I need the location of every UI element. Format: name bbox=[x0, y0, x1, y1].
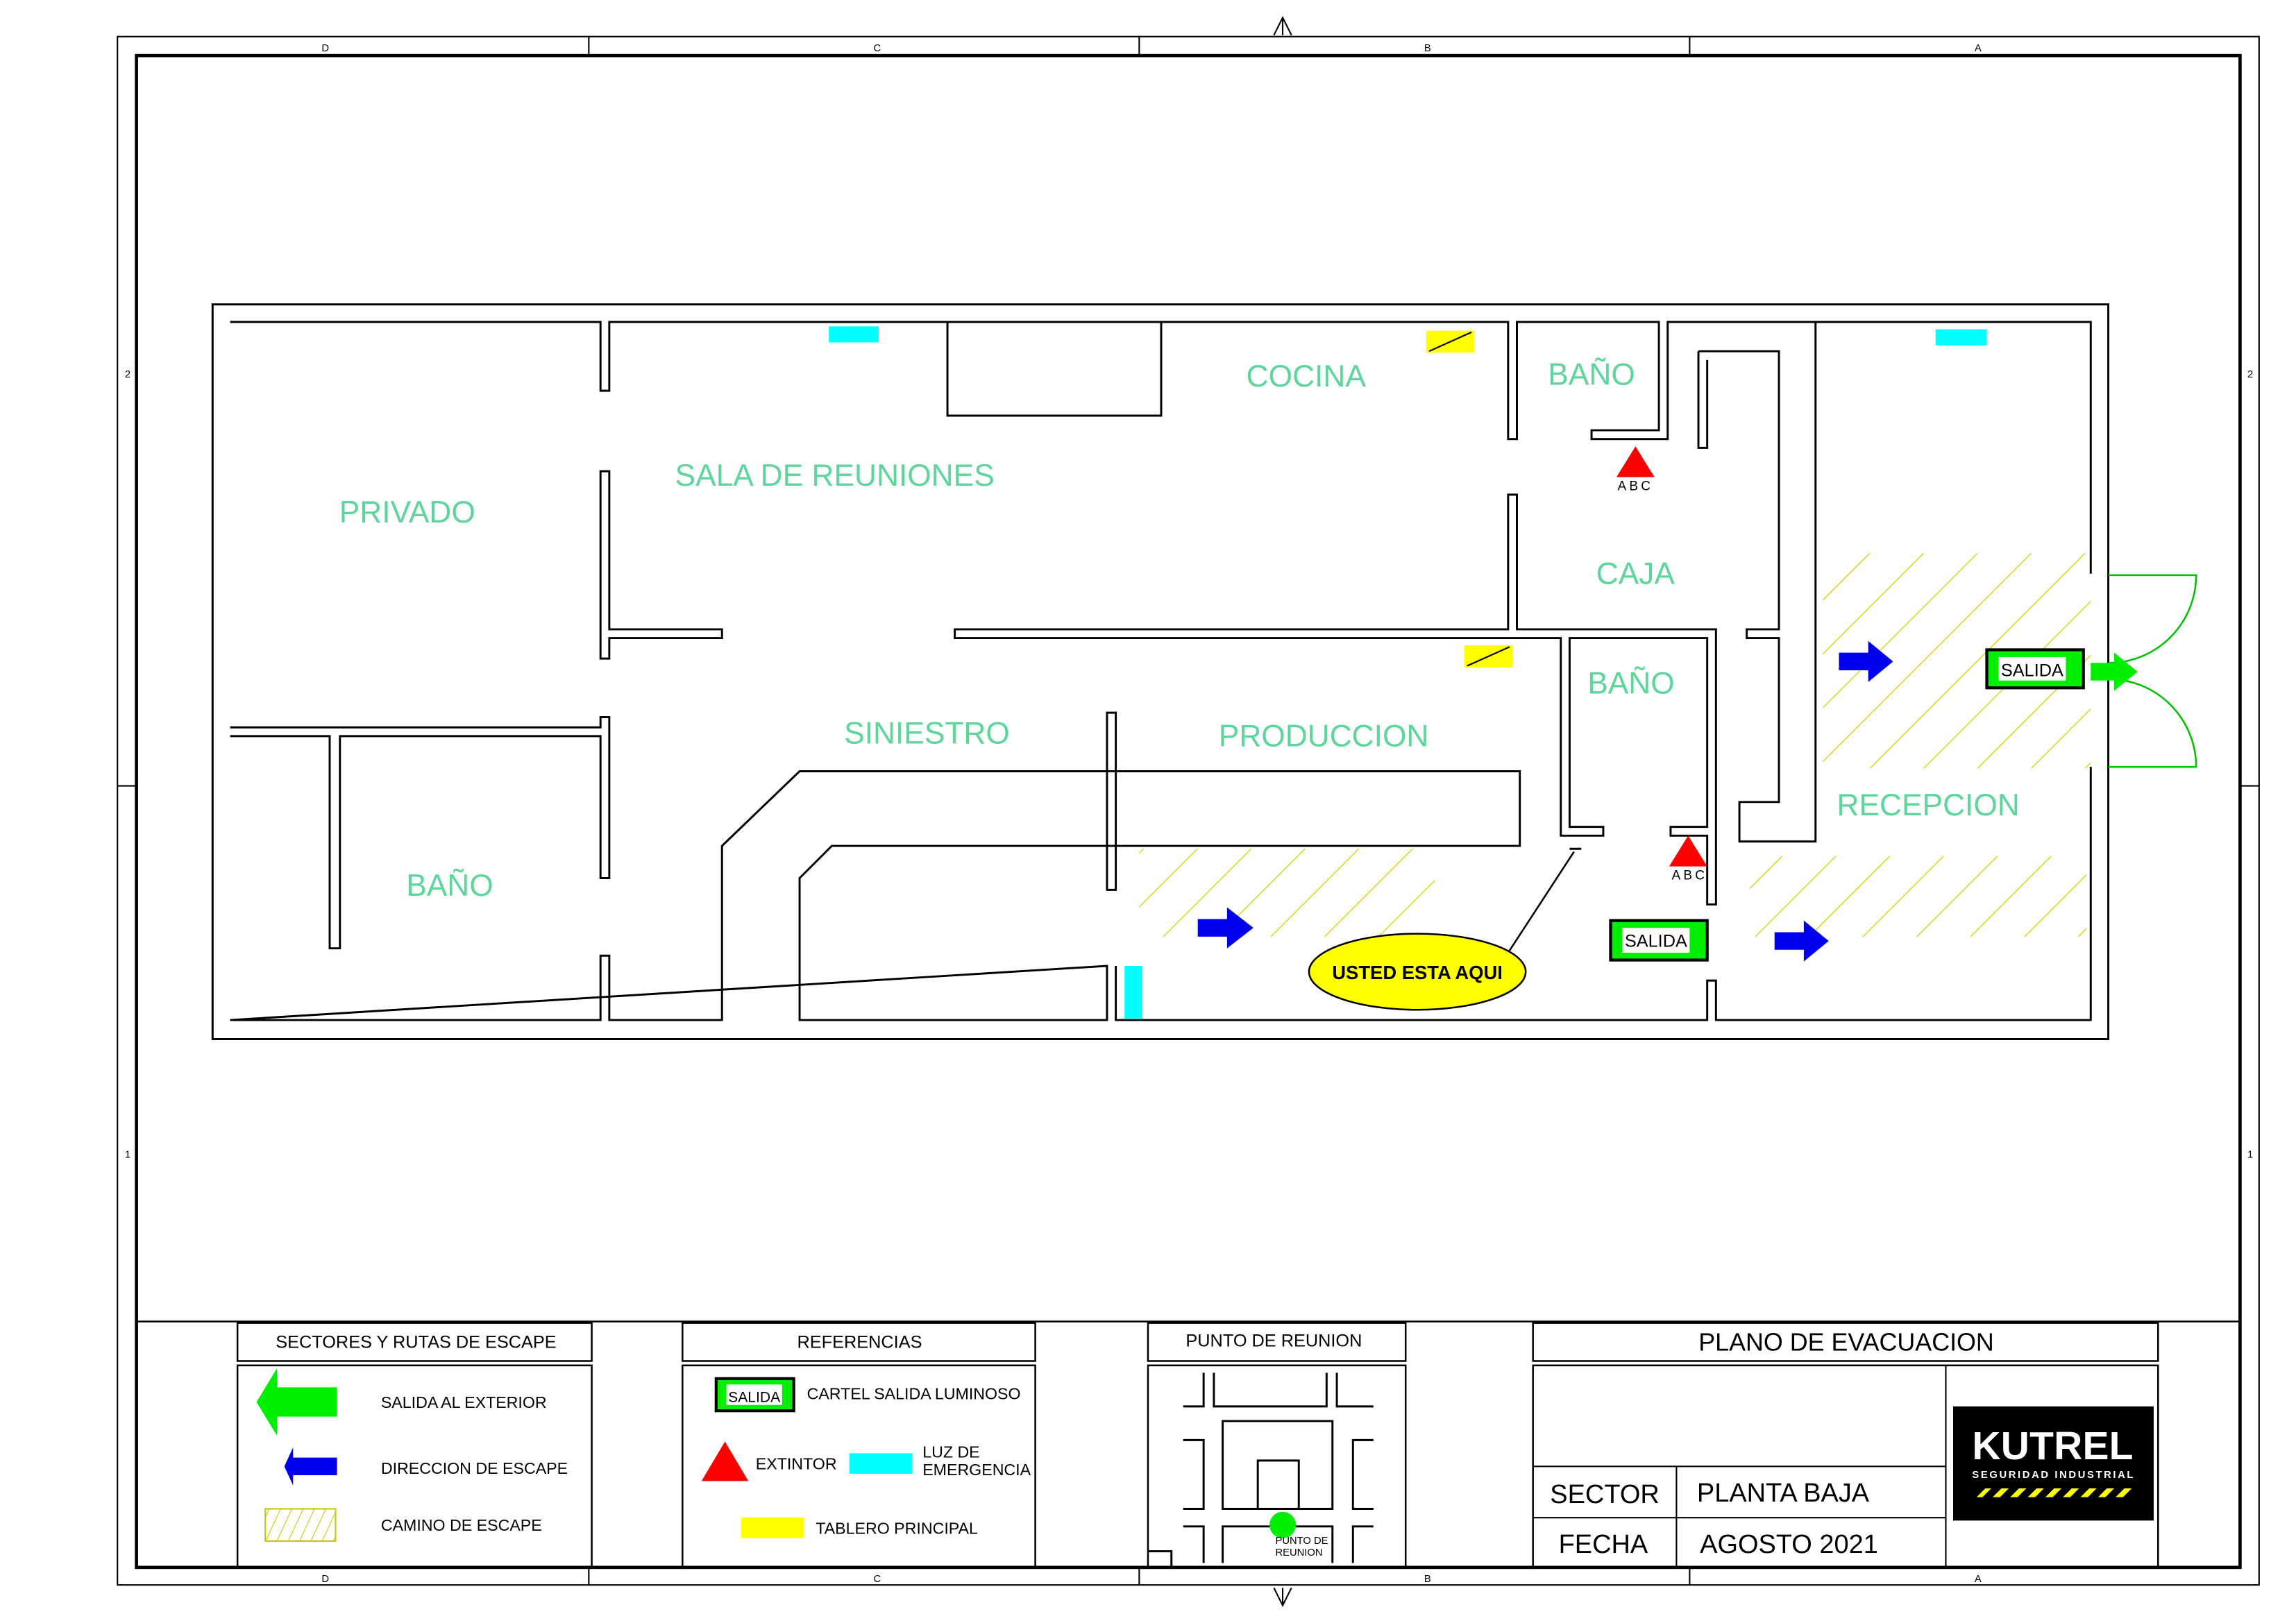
south-marker-icon bbox=[1273, 1587, 1292, 1608]
legend-referencias: REFERENCIAS SALIDA CARTEL SALIDA LUMINOS… bbox=[682, 1322, 1036, 1569]
room-label-caja: CAJA bbox=[1596, 557, 1675, 591]
svg-text:PLANTA BAJA: PLANTA BAJA bbox=[1697, 1479, 1870, 1508]
escape-direction-arrow-icon bbox=[1839, 640, 1893, 682]
svg-text:USTED ESTA AQUI: USTED ESTA AQUI bbox=[1332, 962, 1503, 983]
extinguisher-icon: ABC bbox=[1669, 835, 1707, 883]
row-label: 2 bbox=[2247, 369, 2253, 380]
svg-text:DIRECCION DE ESCAPE: DIRECCION DE ESCAPE bbox=[381, 1459, 568, 1477]
exit-doors bbox=[2108, 574, 2197, 768]
row-label: 1 bbox=[125, 1149, 130, 1160]
extinguisher-icon: ABC bbox=[1616, 446, 1655, 494]
main-panel-icon bbox=[1426, 330, 1475, 353]
escape-path-areas bbox=[1139, 553, 2091, 937]
svg-text:FECHA: FECHA bbox=[1559, 1530, 1648, 1559]
svg-text:LUZ DE: LUZ DE bbox=[922, 1443, 979, 1461]
main-panel-icon bbox=[741, 1518, 804, 1538]
col-label: B bbox=[1424, 43, 1431, 54]
row-label: 1 bbox=[2247, 1149, 2253, 1160]
exterior-exit-arrow-icon bbox=[256, 1368, 337, 1436]
main-panel-icon bbox=[1464, 645, 1513, 668]
room-label-sala-reuniones: SALA DE REUNIONES bbox=[675, 459, 995, 493]
legend-punto-reunion: PUNTO DE REUNION PUNTO DE REUNION bbox=[1147, 1322, 1407, 1569]
emergency-light-icon bbox=[829, 326, 879, 343]
svg-text:REFERENCIAS: REFERENCIAS bbox=[797, 1332, 922, 1352]
escape-direction-arrow-icon bbox=[1197, 907, 1253, 949]
exit-sign: SALIDA bbox=[1985, 648, 2085, 690]
svg-text:SALIDA: SALIDA bbox=[728, 1390, 781, 1406]
col-label: B bbox=[1424, 1574, 1431, 1585]
room-label-recepcion: RECEPCION bbox=[1837, 788, 2020, 822]
escape-direction-arrow-icon bbox=[1774, 920, 1829, 962]
svg-text:SEGURIDAD INDUSTRIAL: SEGURIDAD INDUSTRIAL bbox=[1972, 1470, 2133, 1481]
svg-text:ABC: ABC bbox=[1617, 479, 1653, 494]
room-label-cocina: COCINA bbox=[1247, 359, 1367, 393]
plan-title: PLANO DE EVACUACION bbox=[1698, 1329, 1994, 1357]
svg-text:ABC: ABC bbox=[1672, 869, 1708, 883]
room-label-bano: BAÑO bbox=[1587, 666, 1675, 701]
room-label-siniestro: SINIESTRO bbox=[844, 716, 1010, 750]
room-label-bano: BAÑO bbox=[1548, 357, 1635, 392]
room-label-bano: BAÑO bbox=[406, 868, 493, 903]
svg-text:AGOSTO 2021: AGOSTO 2021 bbox=[1700, 1530, 1878, 1559]
svg-text:CARTEL SALIDA LUMINOSO: CARTEL SALIDA LUMINOSO bbox=[807, 1384, 1021, 1402]
svg-text:SALIDA AL EXTERIOR: SALIDA AL EXTERIOR bbox=[381, 1393, 547, 1411]
exterior-exit-arrow-icon bbox=[2091, 652, 2138, 691]
escape-path-swatch bbox=[264, 1508, 337, 1542]
svg-text:EXTINTOR: EXTINTOR bbox=[756, 1455, 837, 1473]
col-label: A bbox=[1975, 1574, 1982, 1585]
svg-text:CAMINO DE ESCAPE: CAMINO DE ESCAPE bbox=[381, 1516, 542, 1534]
kutrel-logo: KUTREL SEGURIDAD INDUSTRIAL bbox=[1953, 1406, 2154, 1521]
svg-text:SECTORES Y RUTAS DE ESCAPE: SECTORES Y RUTAS DE ESCAPE bbox=[276, 1332, 556, 1352]
col-label: C bbox=[873, 43, 881, 54]
extinguisher-icon bbox=[701, 1441, 749, 1481]
svg-text:TABLERO PRINCIPAL: TABLERO PRINCIPAL bbox=[816, 1519, 978, 1537]
row-label: 2 bbox=[125, 369, 130, 380]
emergency-light-icon bbox=[1124, 966, 1142, 1019]
svg-text:SECTOR: SECTOR bbox=[1550, 1480, 1659, 1509]
you-are-here-marker: USTED ESTA AQUI bbox=[1308, 851, 1575, 1011]
title-block: PLANO DE EVACUACION SECTOR PLANTA BAJA F… bbox=[1532, 1322, 2159, 1569]
room-label-produccion: PRODUCCION bbox=[1219, 720, 1429, 754]
svg-text:SALIDA: SALIDA bbox=[2001, 661, 2063, 680]
svg-text:REUNION: REUNION bbox=[1275, 1547, 1322, 1558]
room-label-privado: PRIVADO bbox=[339, 495, 475, 529]
legend-sectores: SECTORES Y RUTAS DE ESCAPE SALIDA AL EXT… bbox=[236, 1322, 593, 1569]
col-label: A bbox=[1975, 43, 1982, 54]
col-label: D bbox=[321, 1574, 329, 1585]
svg-text:SALIDA: SALIDA bbox=[1625, 932, 1687, 951]
escape-direction-arrow-icon bbox=[284, 1447, 337, 1486]
emergency-light-icon bbox=[1935, 329, 1987, 346]
exit-sign: SALIDA bbox=[1609, 919, 1709, 962]
col-label: C bbox=[873, 1574, 881, 1585]
svg-text:PUNTO DE REUNION: PUNTO DE REUNION bbox=[1185, 1331, 1362, 1350]
north-marker-icon bbox=[1273, 15, 1292, 36]
emergency-light-icon bbox=[849, 1453, 913, 1474]
meeting-point-icon bbox=[1269, 1511, 1297, 1538]
escape-path bbox=[1749, 856, 2086, 937]
svg-text:EMERGENCIA: EMERGENCIA bbox=[922, 1461, 1031, 1479]
escape-path bbox=[1823, 553, 2091, 769]
svg-text:PUNTO DE: PUNTO DE bbox=[1275, 1536, 1328, 1547]
escape-path bbox=[1139, 849, 1435, 937]
col-label: D bbox=[321, 43, 329, 54]
svg-text:KUTREL: KUTREL bbox=[1972, 1424, 2133, 1468]
